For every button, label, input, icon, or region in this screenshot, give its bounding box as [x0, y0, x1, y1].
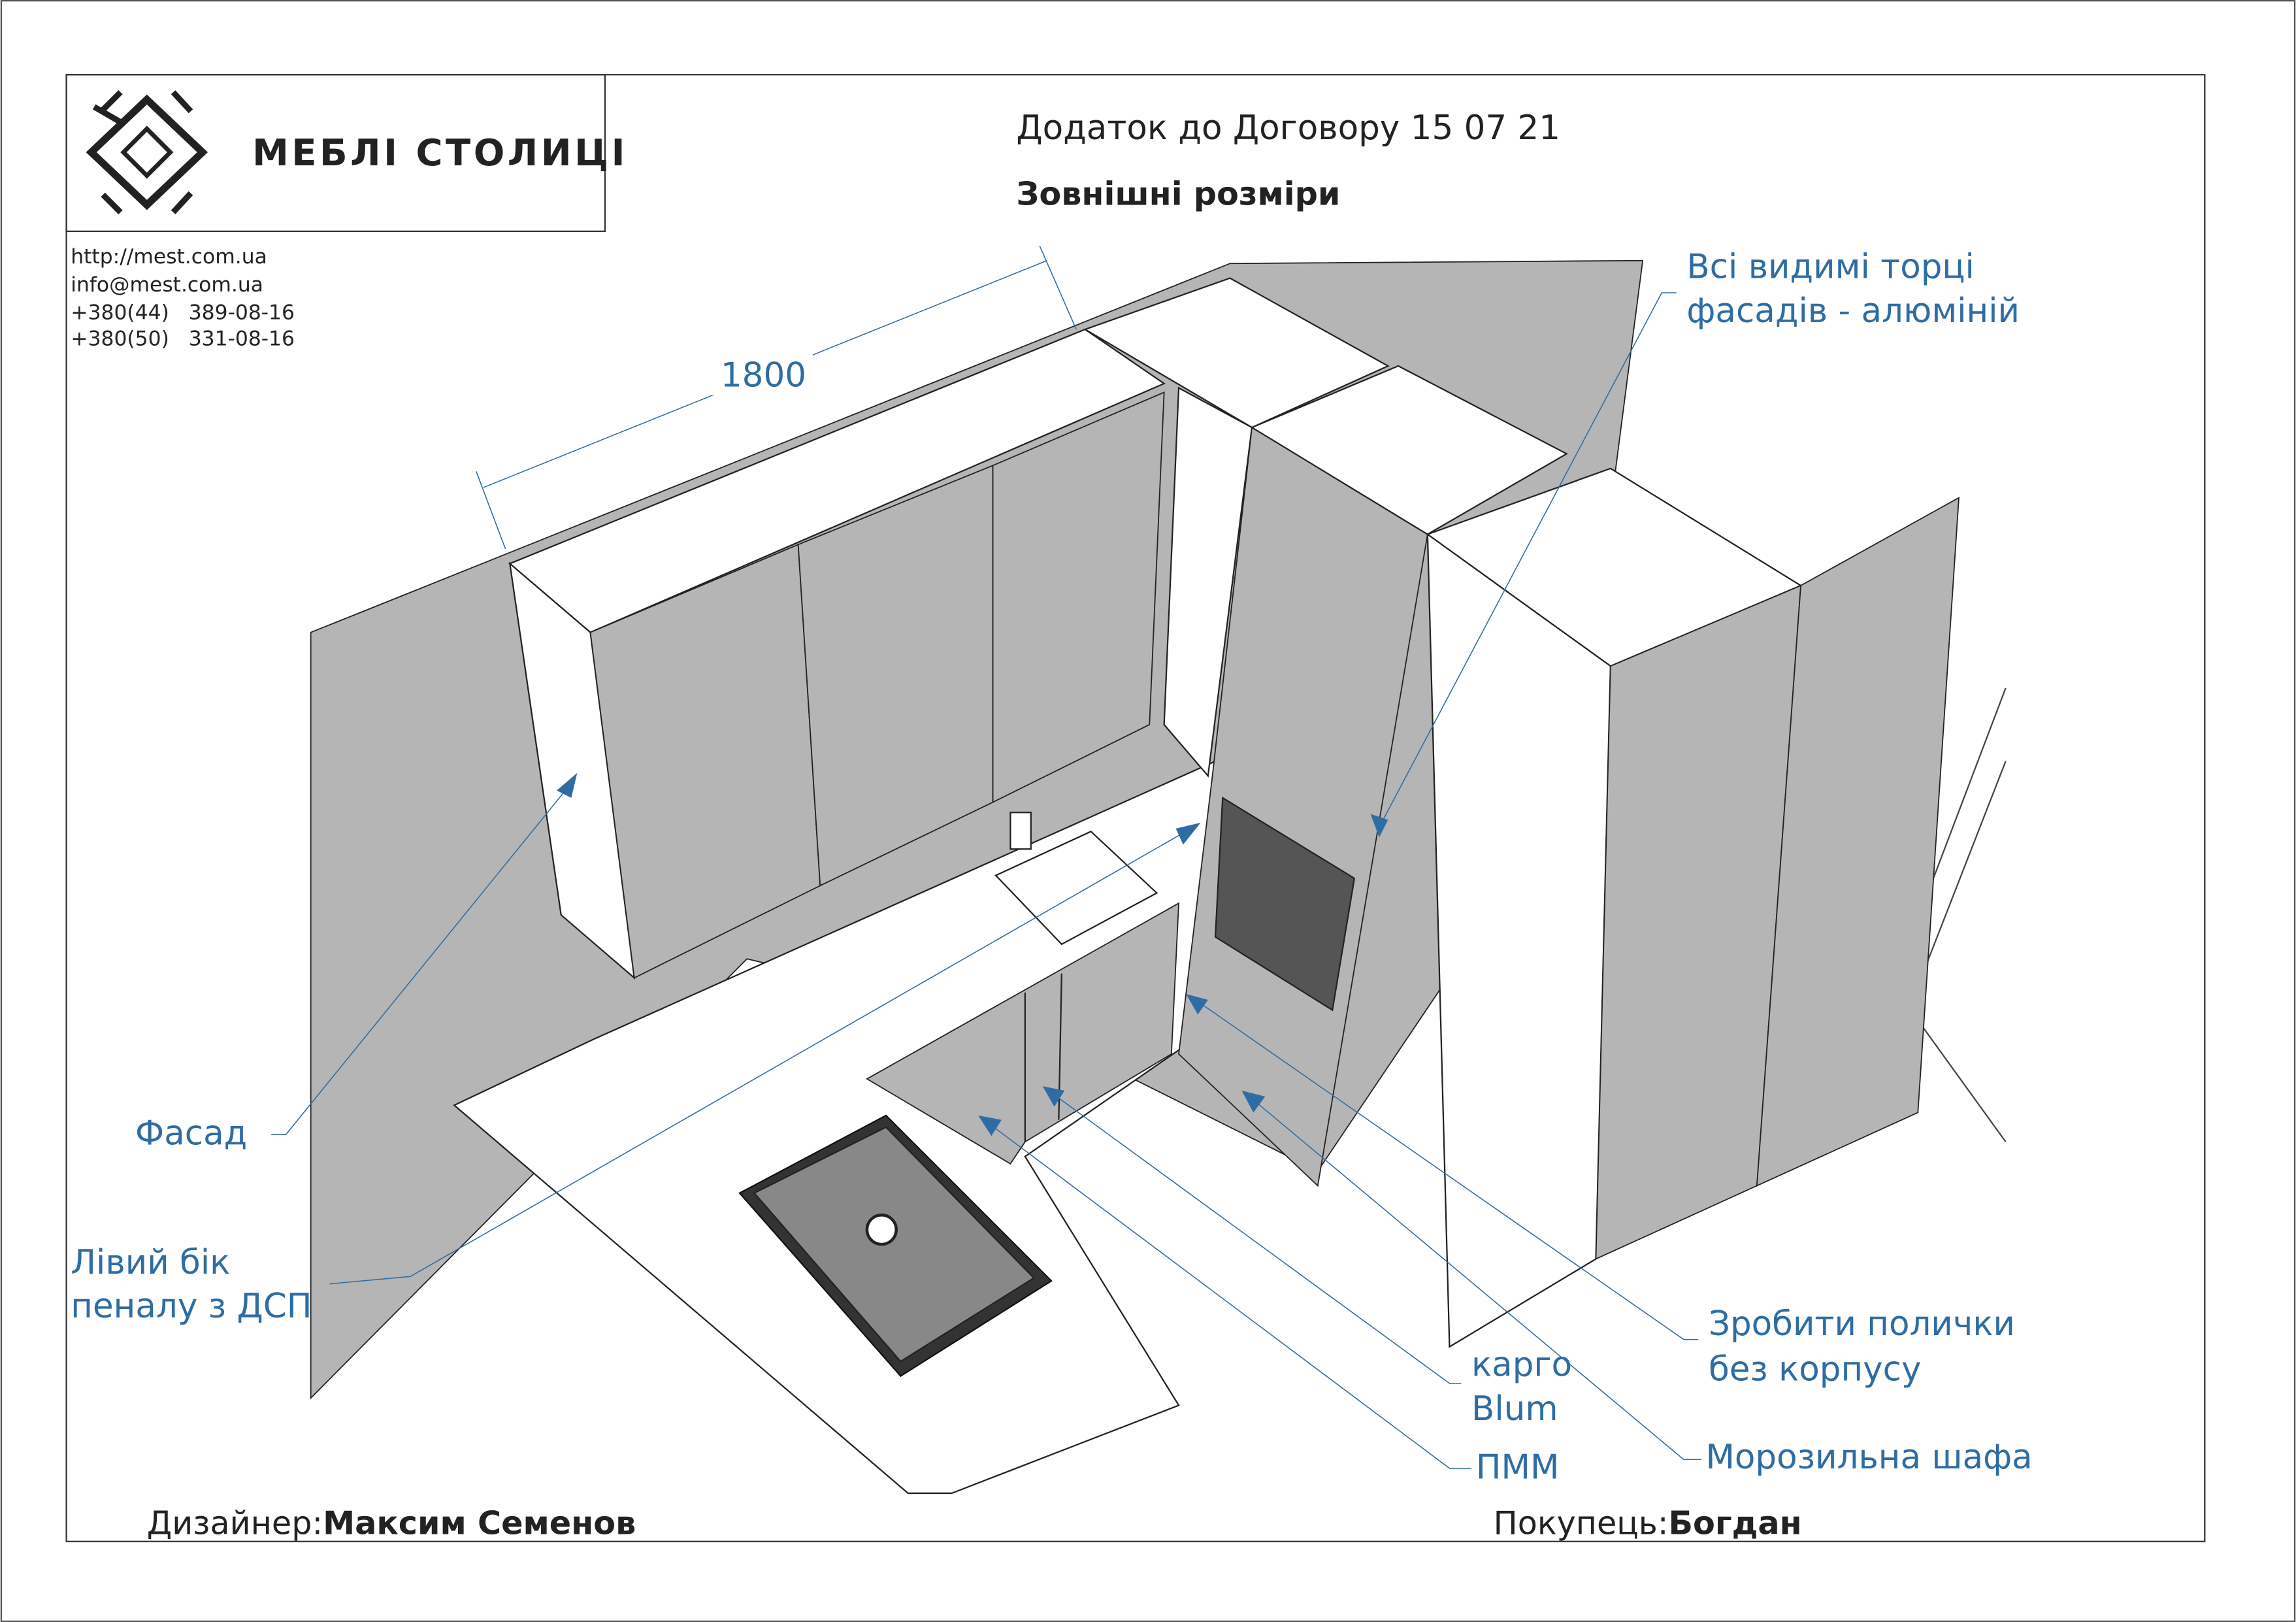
arrow-icon [1175, 822, 1201, 845]
logo-diamond-icon [86, 90, 208, 214]
note-cargo-line2: Blum [1471, 1389, 1558, 1429]
arrow-icon [557, 772, 578, 798]
oven-column-side [1163, 386, 1253, 778]
faucet [1009, 812, 1032, 850]
note-left-side-line1: Лівий бік [71, 1243, 230, 1282]
note-left-side-line2: пеналу з ДСП [71, 1287, 312, 1326]
buyer-name: Богдан [1668, 1504, 1801, 1542]
designer: Дизайнер:Максим Семенов [147, 1504, 636, 1542]
dimension-label: 1800 [721, 356, 806, 395]
note-shelves-line1: Зробити полички [1709, 1304, 2015, 1344]
base-cabinet-fronts [866, 902, 1180, 1165]
arrow-icon [1186, 994, 1208, 1015]
designer-name: Максим Семенов [323, 1504, 636, 1542]
logo-text: МЕБЛІ СТОЛИЦІ [252, 132, 628, 174]
note-freezer: Морозильна шафа [1705, 1438, 2032, 1477]
kitchen-3d-view: 1800 [310, 246, 2007, 1494]
phone-1: +380(44) 389-08-16 [71, 301, 295, 324]
oven-column-top [1083, 277, 1390, 429]
arrow-icon [1370, 814, 1388, 838]
email-link[interactable]: info@mest.com.ua [71, 273, 263, 297]
frame-border [65, 74, 2206, 1542]
countertop [453, 760, 1217, 1494]
buyer: Покупець:Богдан [1494, 1504, 1802, 1542]
page-subtitle: Зовнішні розміри [1016, 175, 1340, 213]
oven [1214, 796, 1356, 1012]
phone-2: +380(50) 331-08-16 [71, 327, 295, 351]
buyer-label: Покупець: [1494, 1504, 1669, 1542]
contract-title: Додаток до Договору 15 07 21 [1016, 108, 1560, 148]
designer-label: Дизайнер: [147, 1504, 323, 1542]
arrow-icon [978, 1115, 1002, 1136]
note-cargo-line1: карго [1471, 1346, 1572, 1385]
dimension-1800: 1800 [476, 246, 1077, 550]
freezer-column-top [1250, 365, 1568, 535]
note-aluminium-line2: фасадів - алюміній [1686, 291, 2020, 331]
arrow-icon [1241, 1090, 1266, 1113]
contacts: http://mest.com.ua info@mest.com.ua +380… [71, 245, 295, 350]
wall-cabinet-facade-3 [992, 391, 1165, 804]
side-panel [1756, 497, 1960, 1187]
note-aluminium-line1: Всі видимі торці [1686, 248, 1974, 287]
arrow-icon [1042, 1086, 1065, 1107]
logo-block: МЕБЛІ СТОЛИЦІ [65, 74, 628, 233]
note-facade: Фасад [135, 1114, 247, 1153]
annotations: Всі видимі торці фасадів - алюміній Фаса… [71, 248, 2032, 1487]
website-link[interactable]: http://mest.com.ua [71, 245, 267, 269]
sink [994, 831, 1158, 946]
note-shelves-line2: без корпусу [1709, 1349, 1922, 1389]
note-dishwasher: ПММ [1476, 1448, 1560, 1487]
